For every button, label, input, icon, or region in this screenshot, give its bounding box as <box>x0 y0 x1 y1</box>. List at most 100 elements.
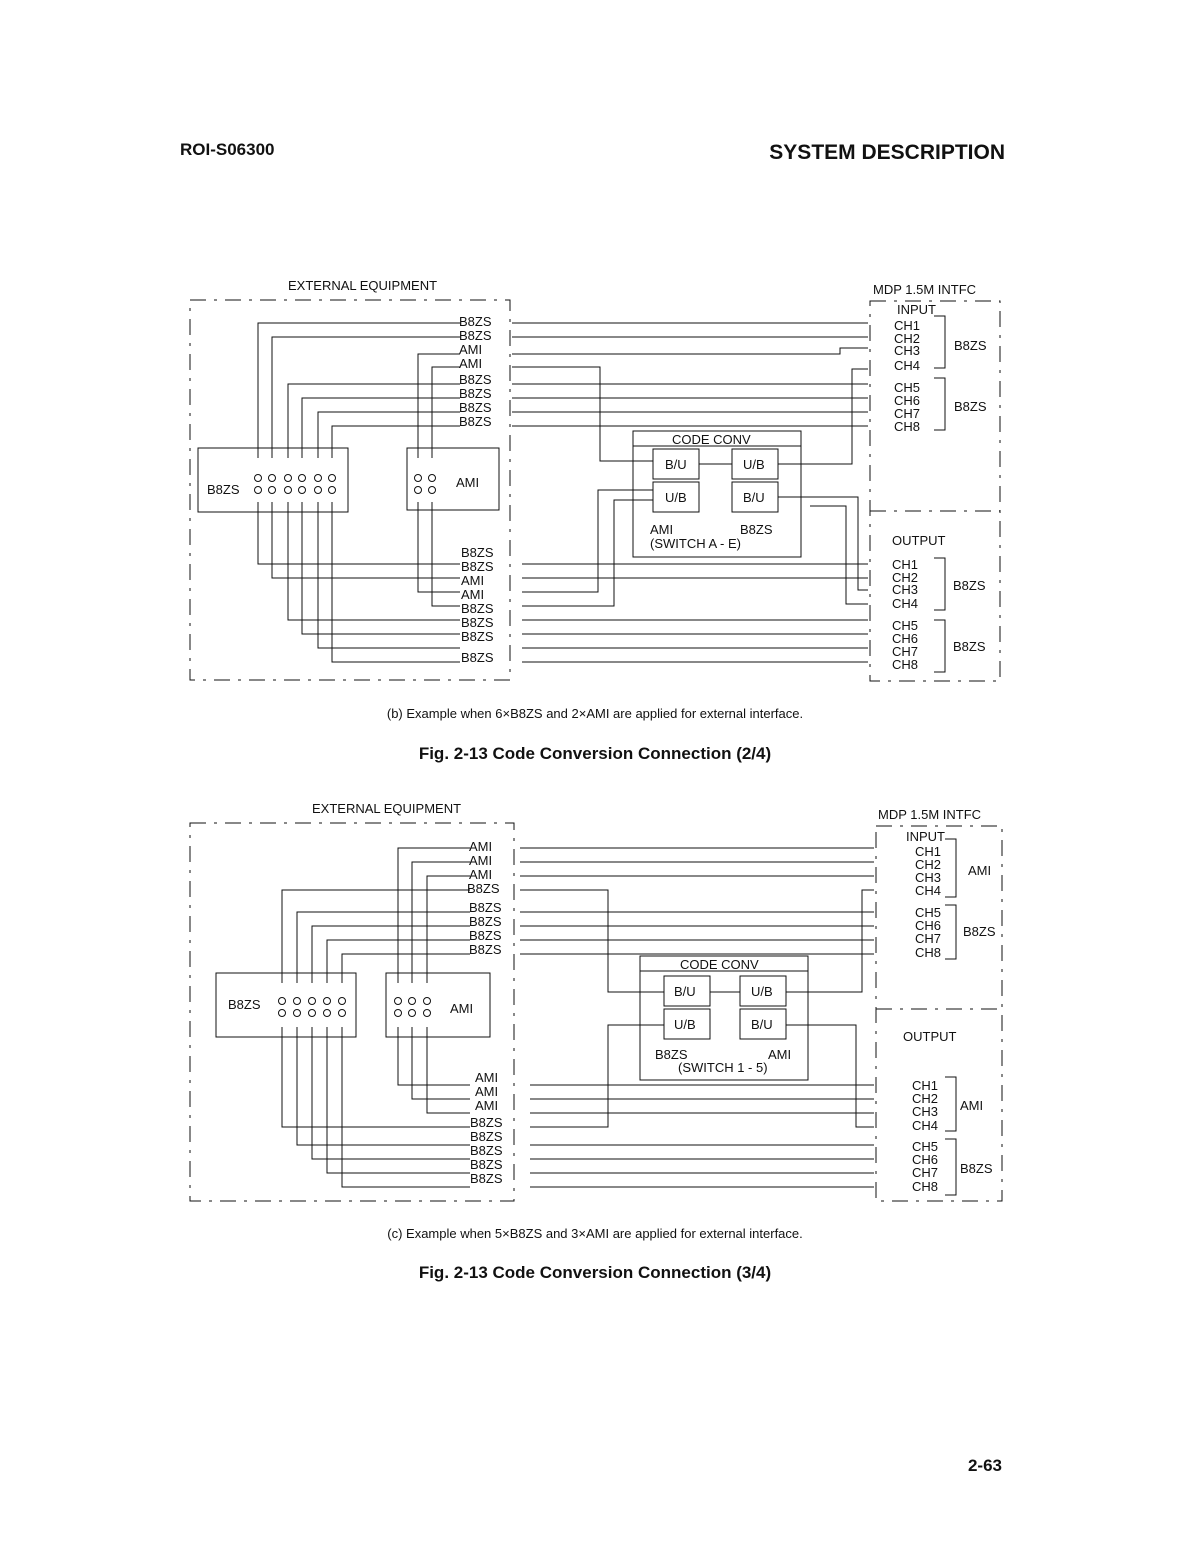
b8zs-equipment-box <box>197 447 349 513</box>
switch-right-code: B8ZS <box>740 522 773 537</box>
b8zs-box-label: B8ZS <box>207 482 240 497</box>
ext-equipment-title: EXTERNAL EQUIPMENT <box>312 801 461 816</box>
out-channel-label: CH3 <box>892 582 918 597</box>
figure-2-13-part-3: EXTERNAL EQUIPMENT MDP 1.5M INTFC INPUT … <box>0 793 1190 1225</box>
ext-equipment-title: EXTERNAL EQUIPMENT <box>288 278 437 293</box>
ami-equipment-box <box>385 972 491 1038</box>
out-port-label: B8ZS <box>470 1115 503 1130</box>
in-port-label: B8ZS <box>459 372 492 387</box>
bu-box-bottom <box>739 1008 787 1040</box>
in-port-label: AMI <box>469 853 492 868</box>
out-channel-label: CH4 <box>892 596 918 611</box>
b8zs-equipment-box <box>215 972 357 1038</box>
in-port-label: B8ZS <box>459 328 492 343</box>
in-port-label: AMI <box>459 342 482 357</box>
in-port-label: B8ZS <box>469 942 502 957</box>
ub-box-bottom <box>652 481 700 513</box>
out-port-label: B8ZS <box>461 601 494 616</box>
mdp-title: MDP 1.5M INTFC <box>878 807 981 822</box>
in-channel-label: CH8 <box>915 945 941 960</box>
out-port-label: B8ZS <box>470 1171 503 1186</box>
out-group-label: B8ZS <box>953 639 986 654</box>
out-channel-label: CH1 <box>892 557 918 572</box>
out-port-label: B8ZS <box>461 615 494 630</box>
out-channel-label: CH5 <box>892 618 918 633</box>
switch-right-code: AMI <box>768 1047 791 1062</box>
switch-label: (SWITCH 1 - 5) <box>678 1060 768 1075</box>
code-conv-block <box>639 955 809 1081</box>
in-port-label: AMI <box>469 867 492 882</box>
bu-label-bottom: B/U <box>743 490 765 505</box>
in-port-label: B8ZS <box>469 928 502 943</box>
in-channel-label: CH2 <box>915 857 941 872</box>
figure-2-13-part-2: EXTERNAL EQUIPMENT MDP 1.5M INTFC INPUT … <box>0 268 1190 708</box>
in-channel-label: CH7 <box>915 931 941 946</box>
out-port-label: AMI <box>461 573 484 588</box>
ami-box-label: AMI <box>450 1001 473 1016</box>
out-channel-label: CH7 <box>912 1165 938 1180</box>
out-port-label: AMI <box>475 1098 498 1113</box>
input-label: INPUT <box>897 302 936 317</box>
in-group-label: AMI <box>968 863 991 878</box>
in-channel-label: CH4 <box>894 358 920 373</box>
out-channel-label: CH5 <box>912 1139 938 1154</box>
out-group-label: AMI <box>960 1098 983 1113</box>
out-channel-label: CH6 <box>912 1152 938 1167</box>
in-port-label: B8ZS <box>459 314 492 329</box>
in-channel-label: CH1 <box>915 844 941 859</box>
in-port-label: B8ZS <box>469 900 502 915</box>
out-channel-label: CH3 <box>912 1104 938 1119</box>
in-port-label: AMI <box>459 356 482 371</box>
out-channel-label: CH7 <box>892 644 918 659</box>
mdp-frame <box>875 825 1003 1202</box>
output-label: OUTPUT <box>892 533 946 548</box>
bu-label-bottom: B/U <box>751 1017 773 1032</box>
in-group-label: B8ZS <box>954 399 987 414</box>
external-equipment-frame <box>189 822 515 1202</box>
out-port-label: B8ZS <box>461 629 494 644</box>
out-group-label: B8ZS <box>953 578 986 593</box>
switch-left-code: B8ZS <box>655 1047 688 1062</box>
input-label: INPUT <box>906 829 945 844</box>
in-channel-label: CH5 <box>915 905 941 920</box>
ub-label-bottom: U/B <box>665 490 687 505</box>
in-channel-label: CH5 <box>894 380 920 395</box>
mdp-frame <box>869 300 1001 682</box>
output-label: OUTPUT <box>903 1029 957 1044</box>
in-group-label: B8ZS <box>954 338 987 353</box>
section-title: SYSTEM DESCRIPTION <box>769 141 1005 164</box>
code-conversion-diagram-c: EXTERNAL EQUIPMENT MDP 1.5M INTFC INPUT … <box>189 801 1003 1202</box>
out-channel-label: CH2 <box>892 570 918 585</box>
out-channel-label: CH8 <box>892 657 918 672</box>
bu-box-top <box>663 975 711 1007</box>
figure-caption-b: (b) Example when 6×B8ZS and 2×AMI are ap… <box>386 706 804 721</box>
in-channel-label: CH2 <box>894 331 920 346</box>
in-channel-label: CH8 <box>894 419 920 434</box>
ub-label-bottom: U/B <box>674 1017 696 1032</box>
in-port-label: B8ZS <box>459 414 492 429</box>
figure-title-c: Fig. 2-13 Code Conversion Connection (3/… <box>418 1263 772 1282</box>
out-port-label: B8ZS <box>461 650 494 665</box>
code-conv-title: CODE CONV <box>680 957 759 972</box>
in-channel-label: CH1 <box>894 318 920 333</box>
out-port-label: AMI <box>475 1084 498 1099</box>
out-port-label: B8ZS <box>470 1129 503 1144</box>
out-channel-label: CH1 <box>912 1078 938 1093</box>
in-channel-label: CH7 <box>894 406 920 421</box>
figure-title-b: Fig. 2-13 Code Conversion Connection (2/… <box>418 744 772 763</box>
in-channel-label: CH3 <box>894 343 920 358</box>
switch-left-code: AMI <box>650 522 673 537</box>
in-port-label: B8ZS <box>467 881 500 896</box>
document-id: ROI-S06300 <box>180 140 275 159</box>
out-channel-label: CH2 <box>912 1091 938 1106</box>
bu-label-top: B/U <box>674 984 696 999</box>
code-conv-title: CODE CONV <box>672 432 751 447</box>
in-port-label: B8ZS <box>469 914 502 929</box>
out-port-label: B8ZS <box>461 545 494 560</box>
out-group-label: B8ZS <box>960 1161 993 1176</box>
code-conversion-diagram-b: EXTERNAL EQUIPMENT MDP 1.5M INTFC INPUT … <box>189 278 1001 682</box>
in-channel-label: CH6 <box>915 918 941 933</box>
out-port-label: AMI <box>461 587 484 602</box>
ub-box-bottom <box>663 1008 711 1040</box>
switch-label: (SWITCH A - E) <box>650 536 741 551</box>
